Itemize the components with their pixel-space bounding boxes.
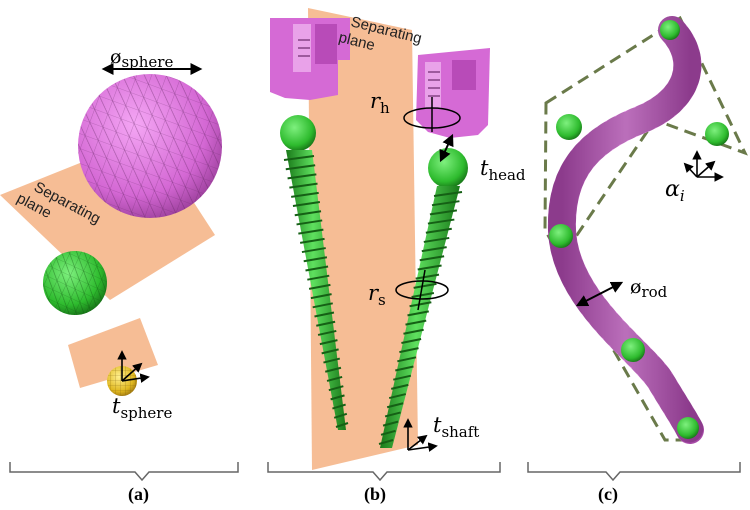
shaft-rotation-axis [417,269,426,311]
brace-b [267,462,501,482]
head-translation-label: thead [480,156,526,184]
screw-thread [301,247,326,254]
left-screw-head [270,18,350,100]
large-sphere-mesh [78,74,222,218]
screw-thread [303,256,328,263]
screw-thread [401,337,422,344]
right-screw-shaft [378,148,468,448]
screw-thread [386,402,404,409]
screw-thread [390,383,409,390]
screw-thread [319,339,338,346]
caption-b: (b) [364,484,386,505]
screw-thread [425,227,452,234]
screw-thread [328,385,344,392]
screw-thread [429,209,458,216]
angle-label: αi [665,177,685,205]
screw-thread [415,273,440,280]
shaft-translation-label: tshaft [433,413,479,441]
screw-thread [421,246,447,253]
screw-thread [285,164,316,171]
head-rotation-label: rh [370,89,390,117]
panel-b: Separating plane rh thead rs tshaft [267,8,526,505]
panel-a: øsphere Separating plane tsphere (a) [0,46,239,505]
screw-thread [289,182,318,189]
screw-thread [310,293,332,300]
screw-thread [393,374,412,381]
screw-thread [413,282,437,289]
screw-thread [308,283,331,290]
screw-thread [291,191,319,198]
screw-thread [409,301,432,308]
caption-a: (a) [128,484,149,505]
screw-thread [382,420,399,427]
screw-thread [411,292,435,299]
translation-axes-sphere [117,350,150,383]
screw-thread [427,218,455,225]
screw-thread [314,311,335,318]
screw-thread [405,319,427,326]
screw-thread [335,422,349,428]
rod-diameter-arrow [575,281,624,307]
screw-thread [388,393,407,400]
medium-sphere-mesh [43,251,107,315]
brace-a [9,462,239,482]
screw-thread [323,357,341,364]
screw-thread [395,365,414,372]
screw-thread [296,219,323,226]
screw-thread [294,210,322,217]
shaft-rotation-label: rs [368,281,386,309]
control-points [549,20,729,439]
caption-c: (c) [598,484,618,505]
screw-thread [292,201,321,208]
screw-thread [397,356,417,363]
shaft-rotation-arrow [395,280,449,300]
left-screw-shaft [280,115,349,430]
screw-thread [298,228,324,235]
screw-thread [399,347,419,354]
screw-thread [330,394,345,401]
shaft-translation-axes [403,418,438,452]
head-translation-arrow [439,133,454,163]
screw-thread [283,155,315,161]
screw-thread [407,310,429,317]
screw-thread [433,191,463,197]
screw-thread [419,255,445,262]
sphere-translation-label: tsphere [112,394,172,422]
screw-thread [333,412,348,419]
brace-c [527,462,741,482]
screw-thread [324,366,342,373]
screw-thread [299,237,325,244]
sphere-diameter-label: øsphere [110,46,173,71]
screw-thread [384,411,401,418]
screw-thread [403,328,424,335]
screw-thread [380,429,396,436]
screw-thread [326,375,343,382]
screw-thread [321,348,339,355]
screw-thread [423,236,450,243]
screw-thread [307,274,330,281]
panel-c: ørod αi (c) [527,15,748,505]
angle-axes [683,150,724,182]
screw-thread [417,264,442,271]
screw-thread [317,329,337,336]
right-screw-head [416,48,490,138]
screw-thread [431,200,460,207]
screw-thread [312,302,333,309]
screw-thread [287,173,317,180]
rod-diameter-label: ørod [630,276,668,301]
screw-thread [305,265,329,272]
screw-thread [316,320,336,327]
screw-thread [332,403,346,410]
screw-thread [378,439,394,445]
